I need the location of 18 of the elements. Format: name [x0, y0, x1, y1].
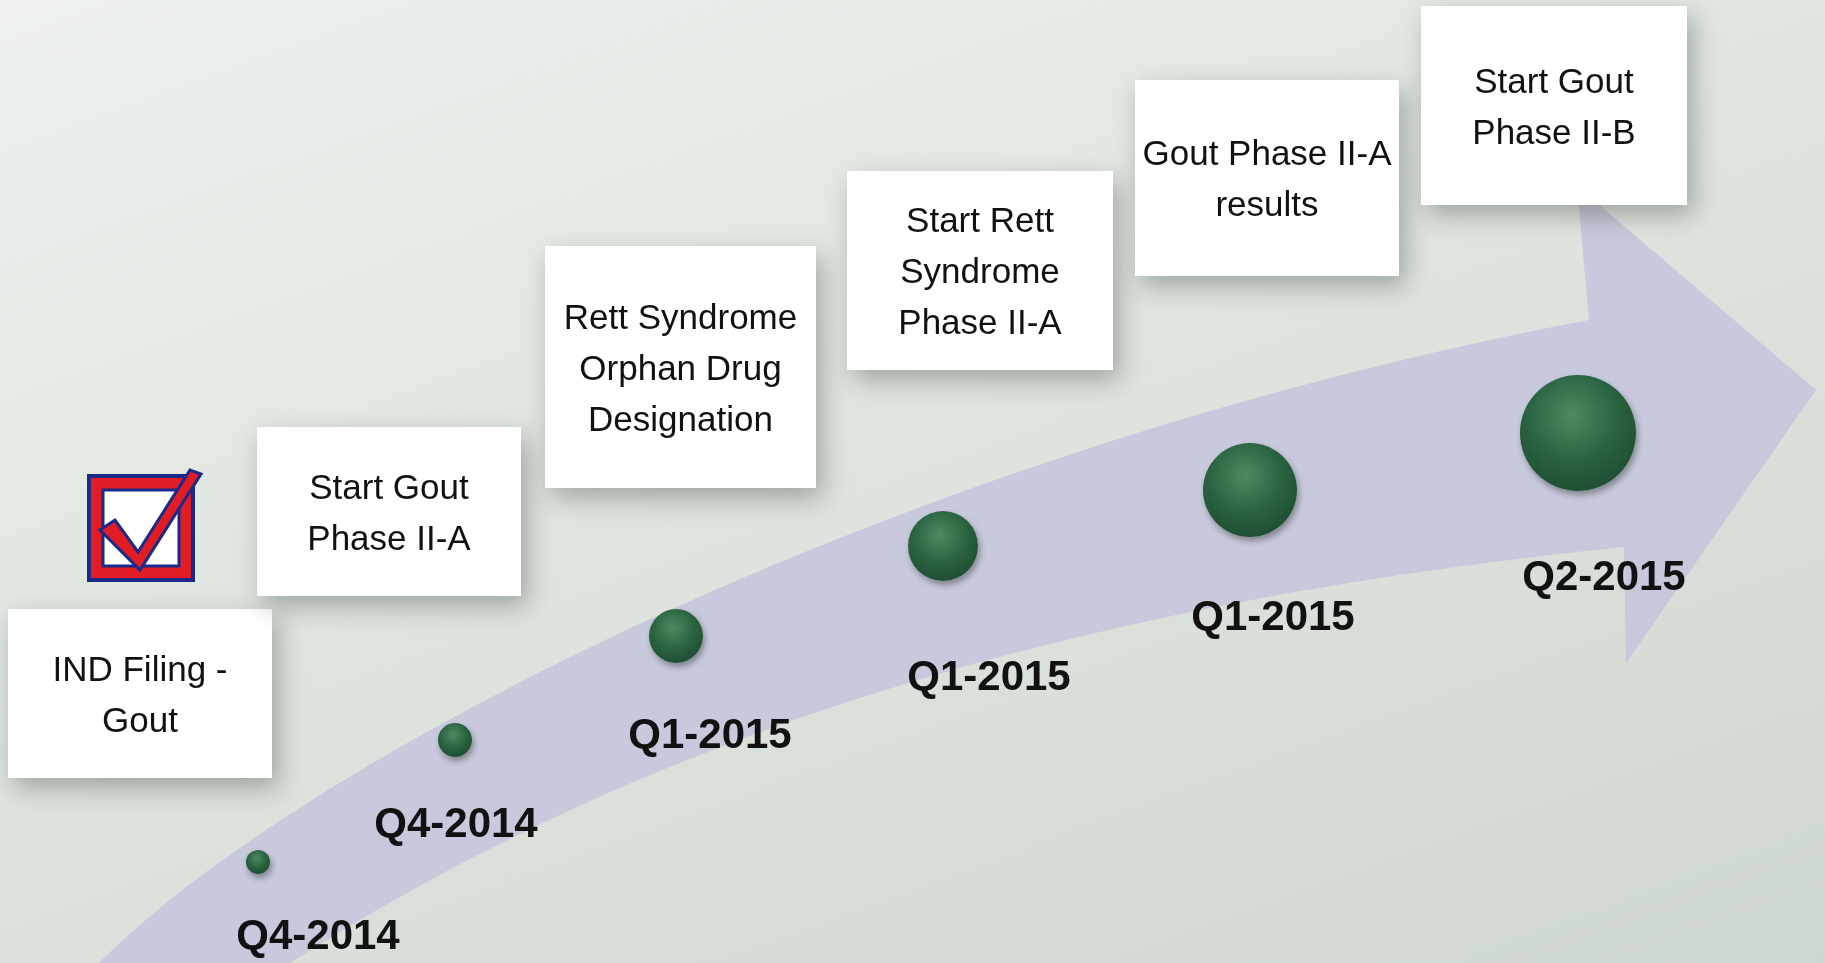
date-label: Q1-2015 — [1191, 592, 1355, 640]
milestone-text: Start Gout Phase II-A — [306, 465, 472, 559]
date-label: Q1-2015 — [628, 710, 792, 758]
date-label: Q4-2014 — [236, 911, 400, 959]
milestone-text: Start Rett Syndrome Phase II-A — [897, 199, 1063, 343]
milestone-box — [1135, 80, 1399, 276]
milestone-box — [8, 609, 272, 778]
milestone-text: IND Filing - Gout — [51, 647, 229, 741]
milestone-box — [545, 246, 816, 488]
milestone-box — [847, 171, 1113, 370]
date-label: Q4-2014 — [374, 799, 538, 847]
milestone-text: Gout Phase II-A results — [1141, 132, 1393, 225]
date-label: Q1-2015 — [907, 652, 1071, 700]
date-label: Q2-2015 — [1522, 552, 1686, 600]
milestone-text: Start Gout Phase II-B — [1471, 59, 1637, 153]
milestone-text: Rett Syndrome Orphan Drug Designation — [562, 295, 799, 440]
milestone-box — [257, 427, 521, 596]
milestone-box — [1421, 6, 1687, 205]
